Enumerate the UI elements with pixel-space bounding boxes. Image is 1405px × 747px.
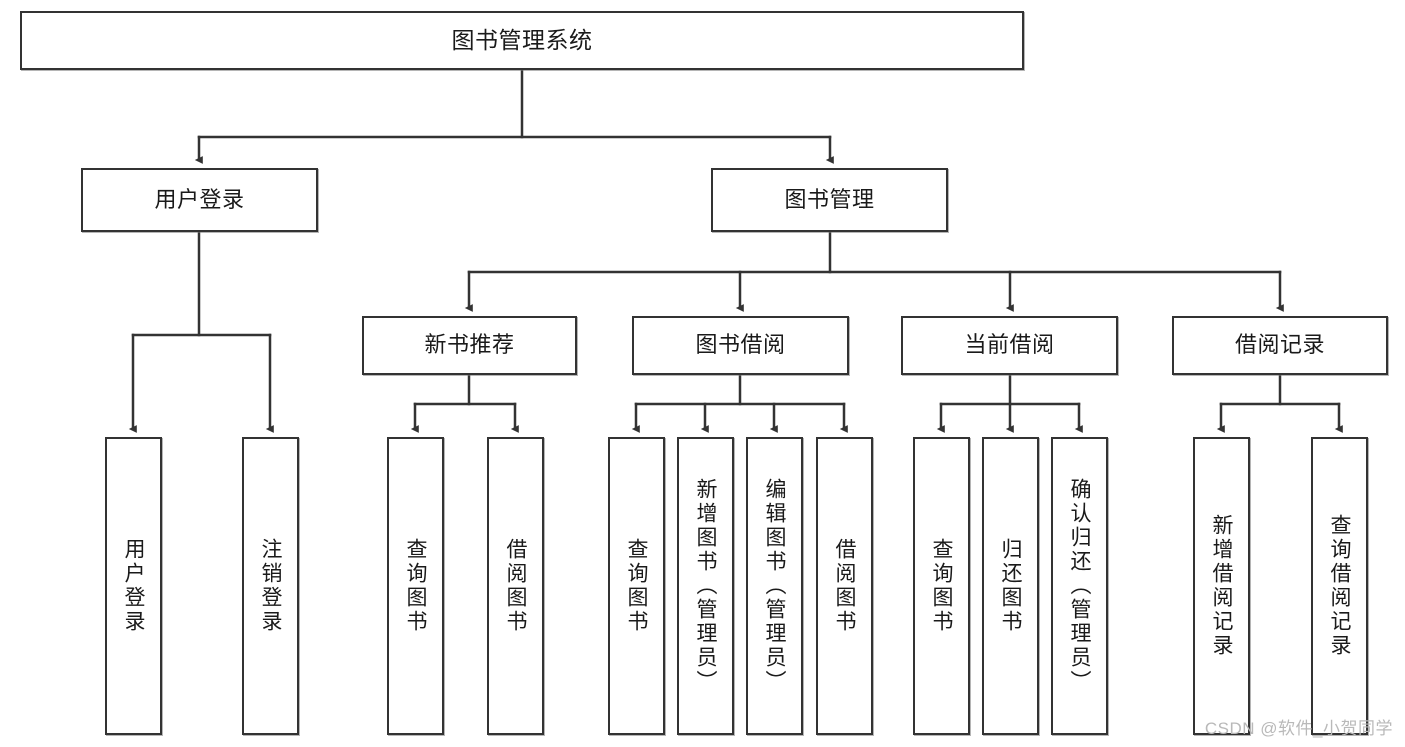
leaf-borrow-borrow-book[interactable]: 借阅图书 — [816, 437, 873, 735]
node-label: 查询图书 — [930, 538, 953, 634]
node-label: 图书借阅 — [695, 332, 786, 358]
node-label: 用户登录 — [122, 538, 145, 634]
leaf-logout[interactable]: 注销登录 — [242, 437, 299, 735]
csdn-watermark: CSDN @软件_小贺同学 — [1204, 719, 1393, 738]
leaf-borrow-query-book[interactable]: 查询图书 — [608, 437, 665, 735]
node-borrow-records[interactable]: 借阅记录 — [1172, 316, 1388, 375]
node-label: 新增借阅记录 — [1210, 514, 1233, 658]
node-label: 图书管理 — [784, 186, 875, 212]
node-label: 归还图书 — [999, 538, 1022, 634]
leaf-current-query-book[interactable]: 查询图书 — [913, 437, 970, 735]
leaf-records-add-record[interactable]: 新增借阅记录 — [1193, 437, 1250, 735]
leaf-borrow-edit-book-admin[interactable]: 编辑图书（管理员） — [746, 437, 803, 735]
node-label: 借阅图书 — [504, 538, 527, 634]
node-label: 编辑图书（管理员） — [763, 478, 786, 694]
leaf-records-query-record[interactable]: 查询借阅记录 — [1311, 437, 1368, 735]
node-label: 新书推荐 — [424, 332, 515, 358]
node-label: 查询借阅记录 — [1328, 514, 1351, 658]
node-book-borrow[interactable]: 图书借阅 — [632, 316, 849, 375]
node-label: 用户登录 — [154, 186, 245, 212]
node-user-login[interactable]: 用户登录 — [81, 168, 318, 232]
leaf-current-confirm-return-admin[interactable]: 确认归还（管理员） — [1051, 437, 1108, 735]
node-label: 借阅记录 — [1234, 332, 1325, 358]
node-book-management[interactable]: 图书管理 — [711, 168, 948, 232]
leaf-current-return-book[interactable]: 归还图书 — [982, 437, 1039, 735]
node-label: 查询图书 — [404, 538, 427, 634]
node-new-book-recommend[interactable]: 新书推荐 — [362, 316, 577, 375]
leaf-borrow-add-book-admin[interactable]: 新增图书（管理员） — [677, 437, 734, 735]
node-root-book-management-system[interactable]: 图书管理系统 — [20, 11, 1024, 70]
node-label: 确认归还（管理员） — [1068, 478, 1091, 694]
leaf-user-login[interactable]: 用户登录 — [105, 437, 162, 735]
node-label: 图书管理系统 — [451, 26, 593, 53]
leaf-newbook-borrow-book[interactable]: 借阅图书 — [487, 437, 544, 735]
leaf-newbook-query-book[interactable]: 查询图书 — [387, 437, 444, 735]
node-label: 注销登录 — [259, 538, 282, 634]
node-current-borrow[interactable]: 当前借阅 — [901, 316, 1118, 375]
node-label: 新增图书（管理员） — [694, 478, 717, 694]
node-label: 当前借阅 — [964, 332, 1055, 358]
node-label: 借阅图书 — [833, 538, 856, 634]
node-label: 查询图书 — [625, 538, 648, 634]
